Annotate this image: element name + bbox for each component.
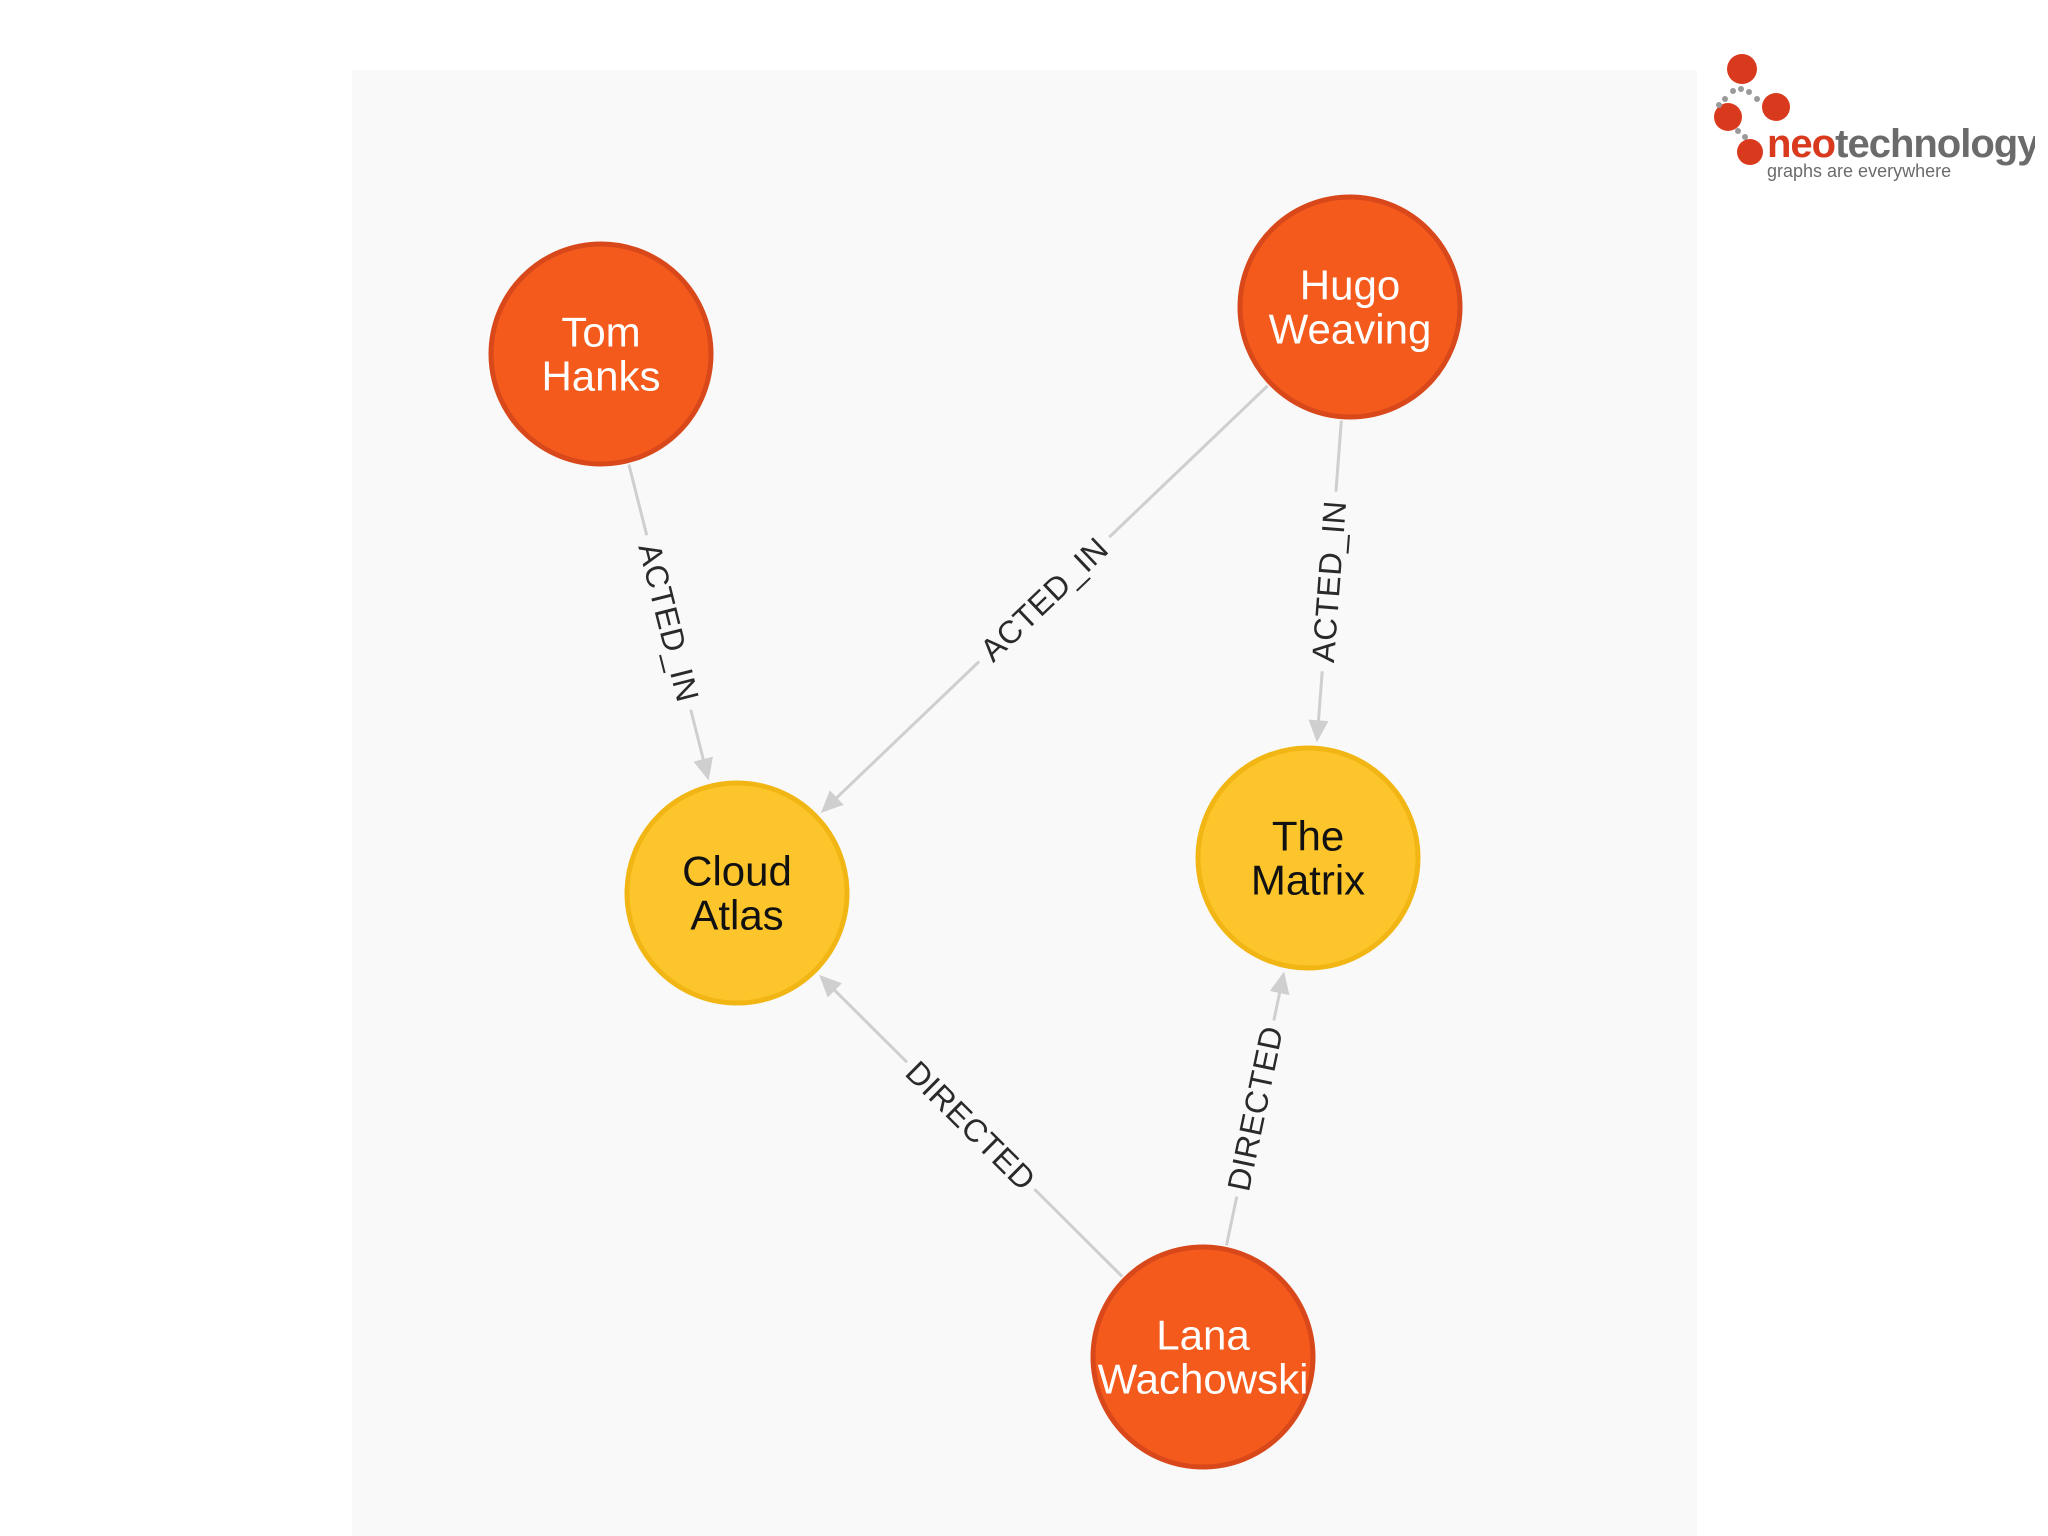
node-label-line: Weaving bbox=[1269, 306, 1432, 353]
logo-tagline: graphs are everywhere bbox=[1767, 161, 1951, 181]
node-circle bbox=[1237, 194, 1463, 420]
edge-hugo-cloud: ACTED_IN bbox=[820, 384, 1269, 813]
logo-word-technology: technology bbox=[1835, 122, 2035, 166]
edge-line bbox=[1334, 420, 1343, 492]
edge-hugo-matrix: ACTED_IN bbox=[1305, 420, 1353, 743]
arrow-head-icon bbox=[819, 974, 842, 998]
node-label-line: Lana bbox=[1156, 1312, 1250, 1359]
logo-dots-icon bbox=[1714, 54, 1790, 165]
edge-line bbox=[627, 464, 649, 536]
node-circle bbox=[1195, 745, 1421, 971]
arrow-head-icon bbox=[820, 790, 844, 813]
edge-line bbox=[1033, 1188, 1124, 1278]
edge-line bbox=[1225, 1196, 1239, 1246]
node-circle bbox=[624, 780, 850, 1006]
neotechnology-logo: neotechnology graphs are everywhere bbox=[1714, 54, 2035, 181]
edge-tom-cloud: ACTED_IN bbox=[627, 464, 713, 781]
edge-line bbox=[1316, 671, 1324, 727]
node-circle bbox=[488, 241, 714, 467]
edge-line bbox=[829, 985, 908, 1064]
logo-word-neo: neo bbox=[1767, 122, 1835, 166]
node-label-line: Hanks bbox=[541, 353, 660, 400]
logo-wordmark: neotechnology bbox=[1767, 122, 2035, 166]
edge-lana-cloud: DIRECTED bbox=[819, 974, 1124, 1278]
arrow-head-icon bbox=[1269, 971, 1290, 996]
edge-label: ACTED_IN bbox=[1305, 499, 1353, 664]
node-label-line: Atlas bbox=[690, 892, 783, 939]
node-label-line: The bbox=[1272, 813, 1344, 860]
node-label-line: Tom bbox=[561, 309, 640, 356]
edge-label: DIRECTED bbox=[899, 1054, 1043, 1198]
arrow-head-icon bbox=[693, 756, 713, 781]
edge-line bbox=[831, 660, 981, 803]
edge-label: ACTED_IN bbox=[973, 530, 1115, 668]
edge-label: DIRECTED bbox=[1220, 1023, 1290, 1194]
edge-lana-matrix: DIRECTED bbox=[1220, 971, 1290, 1246]
edge-label: ACTED_IN bbox=[631, 539, 706, 705]
arrow-head-icon bbox=[1308, 719, 1329, 743]
node-label-line: Cloud bbox=[682, 848, 792, 895]
edge-line bbox=[689, 709, 707, 766]
edge-line bbox=[1108, 384, 1269, 539]
node-label-line: Wachowski bbox=[1098, 1356, 1309, 1403]
node-label-line: Matrix bbox=[1251, 857, 1365, 904]
node-label-line: Hugo bbox=[1300, 262, 1400, 309]
node-circle bbox=[1090, 1244, 1316, 1470]
